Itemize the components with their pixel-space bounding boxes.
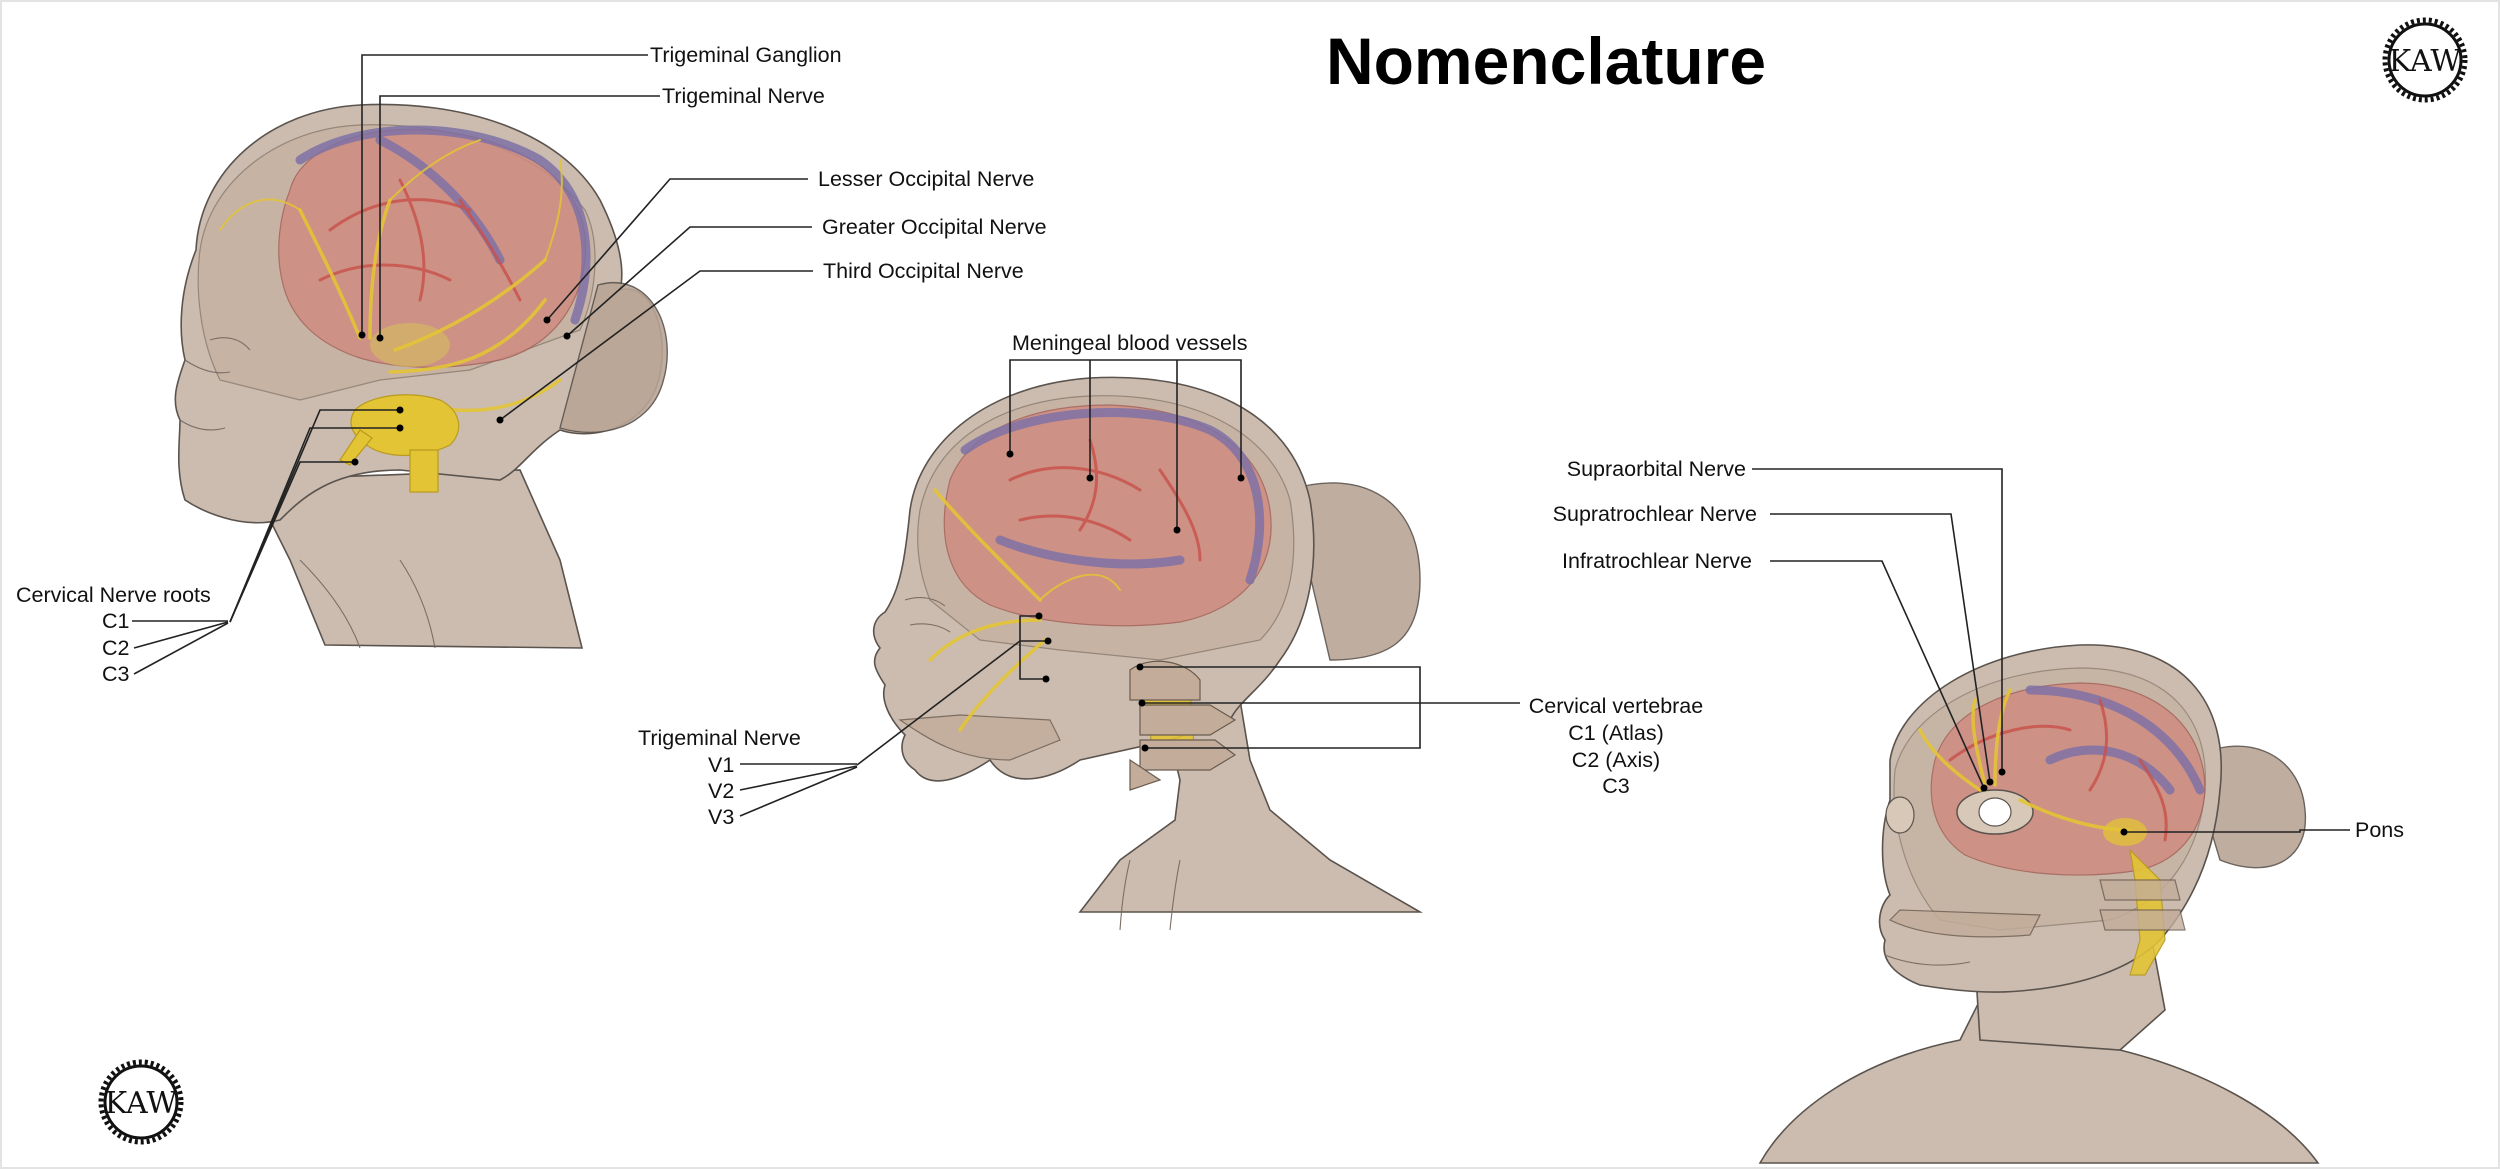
logo-top-right: KAW bbox=[2385, 20, 2465, 100]
label-cervical-nerve-roots: Cervical Nerve roots bbox=[16, 583, 211, 607]
label-c2-axis: C2 (Axis) bbox=[1572, 748, 1660, 772]
logo-text: KAW bbox=[2389, 44, 2462, 79]
label-trigeminal-nerve: Trigeminal Nerve bbox=[662, 84, 825, 108]
label-c1-atlas: C1 (Atlas) bbox=[1568, 721, 1664, 745]
label-c2: C2 bbox=[102, 636, 129, 660]
label-greater-occipital-nerve: Greater Occipital Nerve bbox=[822, 215, 1047, 239]
logo-text: KAW bbox=[105, 1086, 178, 1121]
label-infratrochlear-nerve: Infratrochlear Nerve bbox=[1562, 549, 1752, 573]
label-third-occipital-nerve: Third Occipital Nerve bbox=[823, 259, 1024, 283]
label-supraorbital-nerve: Supraorbital Nerve bbox=[1567, 457, 1746, 481]
head-illustration-center bbox=[874, 377, 1420, 930]
label-cervical-vertebrae: Cervical vertebrae bbox=[1529, 694, 1703, 718]
label-c3: C3 bbox=[102, 662, 130, 686]
label-c3: C3 bbox=[1602, 774, 1630, 798]
label-v3: V3 bbox=[708, 805, 734, 829]
label-c1: C1 bbox=[102, 609, 129, 633]
label-meningeal-blood-vessels: Meningeal blood vessels bbox=[1012, 331, 1247, 355]
label-pons: Pons bbox=[2355, 818, 2404, 842]
label-v1: V1 bbox=[708, 753, 734, 777]
label-v2: V2 bbox=[708, 779, 734, 803]
label-trigeminal-ganglion: Trigeminal Ganglion bbox=[650, 43, 842, 67]
label-supratrochlear-nerve: Supratrochlear Nerve bbox=[1553, 502, 1757, 526]
label-trigeminal-nerve: Trigeminal Nerve bbox=[638, 726, 801, 750]
page-title: Nomenclature bbox=[1326, 24, 1766, 98]
head-illustration-left bbox=[175, 104, 667, 648]
head-illustration-right bbox=[1760, 645, 2318, 1163]
label-lesser-occipital-nerve: Lesser Occipital Nerve bbox=[818, 167, 1034, 191]
logo-bottom-left: KAW bbox=[101, 1062, 181, 1142]
